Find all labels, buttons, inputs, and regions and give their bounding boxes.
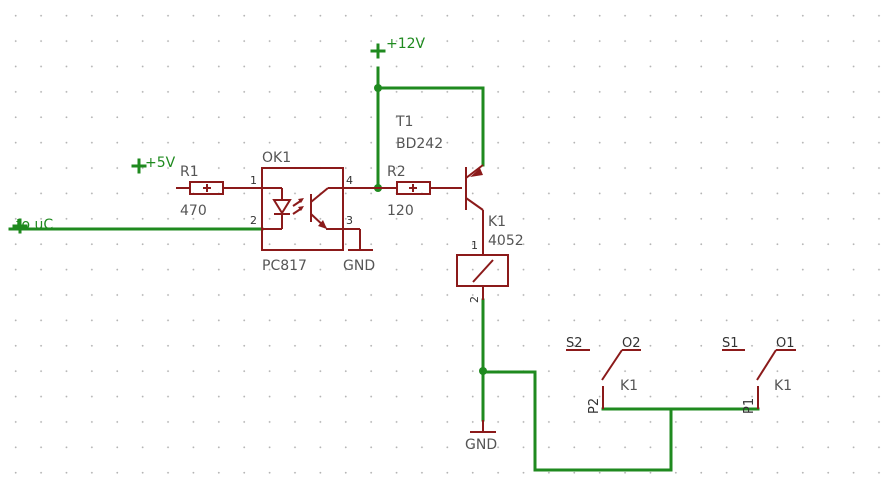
- contact-left-p: P2: [587, 398, 602, 414]
- junction-dot: [479, 367, 487, 375]
- r1-value: 470: [180, 203, 207, 219]
- ok1-pin3: 3: [346, 214, 353, 227]
- supply-5v-label: +5V: [145, 155, 176, 171]
- wire-relay-to-contacts[interactable]: [479, 298, 760, 472]
- wire-12v-rail[interactable]: [374, 66, 485, 192]
- ok1-pin1: 1: [250, 174, 257, 187]
- relay-coil-k1[interactable]: K1 4052 1 2: [456, 214, 524, 303]
- relay-contact-left[interactable]: S2 O2 P2 K1: [566, 336, 641, 414]
- net-label-uc-text: to uC: [16, 217, 53, 233]
- k1-pin2: 2: [468, 296, 481, 303]
- r2-name: R2: [387, 164, 406, 180]
- t1-name: T1: [395, 114, 413, 130]
- contact-right-ref: K1: [774, 378, 792, 394]
- ground-symbol-relay[interactable]: GND: [465, 420, 497, 453]
- contact-left-s: S2: [566, 336, 583, 351]
- ok1-pin2: 2: [250, 214, 257, 227]
- resistor-r2[interactable]: R2 120: [378, 164, 462, 219]
- contact-left-ref: K1: [620, 378, 638, 394]
- k1-pin1: 1: [471, 239, 478, 252]
- transistor-t1[interactable]: T1 BD242: [395, 114, 484, 250]
- ok1-value: PC817: [262, 258, 307, 274]
- r1-name: R1: [180, 164, 199, 180]
- supply-12v[interactable]: +12V: [370, 36, 426, 59]
- contact-left-o: O2: [622, 336, 641, 351]
- optocoupler-ok1[interactable]: OK1 PC817 1 2 3 4: [250, 150, 378, 274]
- net-label-uc[interactable]: to uC: [12, 217, 53, 234]
- ok1-pin4: 4: [346, 174, 353, 187]
- k1-name: K1: [488, 214, 506, 230]
- k1-value: 4052: [488, 233, 524, 249]
- r2-value: 120: [387, 203, 414, 219]
- junction-dot: [374, 84, 382, 92]
- contact-right-o: O1: [776, 336, 795, 351]
- t1-value: BD242: [396, 136, 443, 152]
- contact-right-p: P1: [742, 398, 757, 414]
- contact-right-s: S1: [722, 336, 739, 351]
- resistor-r1[interactable]: R1 470: [176, 164, 262, 219]
- gnd-relay-label: GND: [465, 437, 497, 453]
- ok1-name: OK1: [262, 150, 291, 166]
- ground-symbol-opto[interactable]: GND: [343, 249, 375, 274]
- supply-12v-label: +12V: [386, 36, 426, 52]
- supply-5v[interactable]: +5V: [131, 155, 176, 174]
- relay-contact-right[interactable]: S1 O1 P1 K1: [722, 336, 796, 414]
- gnd-opto-label: GND: [343, 258, 375, 274]
